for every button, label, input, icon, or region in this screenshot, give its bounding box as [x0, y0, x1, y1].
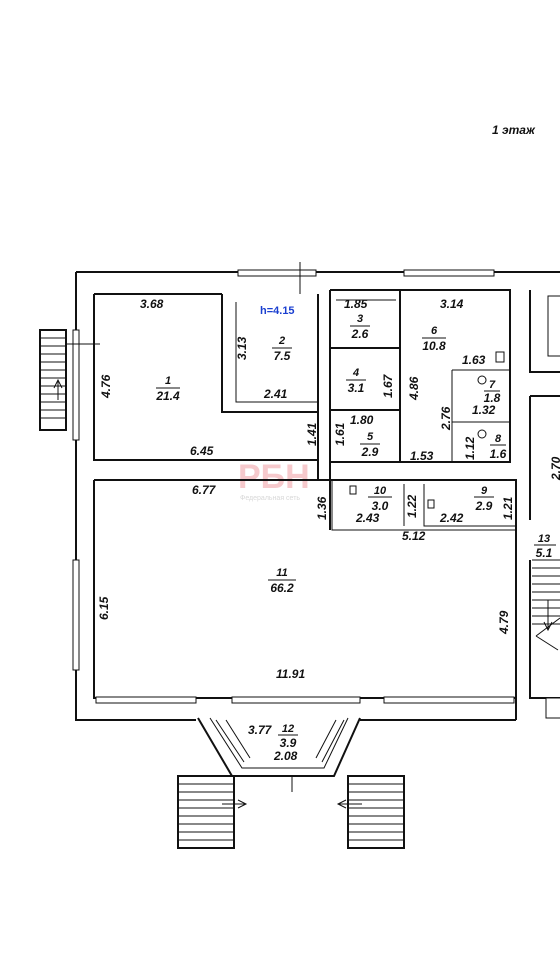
- sink-icon: [495, 351, 505, 363]
- room-area: 1.8: [484, 391, 501, 405]
- dimension-label: 1.61: [333, 422, 347, 446]
- dimension-label: 1.22: [405, 494, 419, 518]
- room-area: 2.9: [361, 445, 379, 459]
- room-area: 21.4: [155, 389, 180, 403]
- room-number: 11: [276, 567, 287, 579]
- room-number: 10: [374, 485, 387, 497]
- toilet-icon: [477, 429, 487, 439]
- room-number: 8: [495, 433, 502, 445]
- sink-icon: [349, 485, 357, 495]
- dimension-label: 1.32: [472, 403, 496, 417]
- room-number: 13: [538, 533, 550, 545]
- dimension-label: 4.76: [99, 374, 113, 399]
- dimension-label: 3.77: [248, 723, 273, 737]
- room-area: 1.6: [490, 447, 507, 461]
- dimension-label: 2.08: [273, 749, 298, 763]
- room-labels: 1 21.4 2 7.5 3 2.6 4 3.1 5 2.9 6 10.8 7 …: [155, 313, 556, 750]
- dimension-label: 2.41: [263, 387, 288, 401]
- dimension-label: 3.68: [140, 297, 164, 311]
- dimension-label: 5.12: [402, 529, 426, 543]
- interior-walls: [221, 289, 560, 720]
- room-area: 2.9: [475, 499, 493, 513]
- room-area: 3.1: [348, 381, 365, 395]
- dimension-label: 1.63: [462, 353, 486, 367]
- room-number: 1: [165, 375, 171, 387]
- dimension-label: 1.80: [350, 413, 374, 427]
- dimension-label: 4.86: [407, 376, 421, 401]
- room-area: 10.8: [422, 339, 446, 353]
- watermark: РБН Федеральная сеть: [238, 458, 310, 502]
- fixtures: [349, 351, 505, 509]
- room-number: 9: [481, 485, 488, 497]
- stairs: [39, 329, 560, 849]
- dimension-label: 6.15: [97, 596, 111, 620]
- room-number: 4: [352, 367, 359, 379]
- room-number: 12: [282, 723, 294, 735]
- room-number: 6: [431, 325, 438, 337]
- dimension-label: 3.14: [440, 297, 464, 311]
- floor-label: 1 этаж: [492, 123, 536, 137]
- toilet-icon: [477, 375, 487, 385]
- dimension-label: 1.67: [381, 373, 395, 398]
- room-area: 2.6: [351, 327, 369, 341]
- sink-icon: [427, 499, 435, 509]
- dimension-label: 1.12: [463, 436, 477, 460]
- dimension-label: 3.13: [235, 336, 249, 360]
- room-area: 3.0: [372, 499, 389, 513]
- room-area: 5.1: [536, 546, 553, 560]
- room-area: 66.2: [270, 581, 294, 595]
- dimension-label: 1.41: [305, 422, 319, 446]
- dimension-label: 1.85: [344, 297, 368, 311]
- dimension-label: 4.79: [497, 610, 511, 635]
- dimension-labels: 3.68 3.13 2.41 4.76 6.45 1.41 1.85 1.61 …: [97, 297, 560, 763]
- room-number: 3: [357, 313, 363, 325]
- dimension-label: 1.53: [410, 449, 434, 463]
- dimension-label: 2.70: [549, 456, 560, 481]
- dimension-label: 6.77: [192, 483, 217, 497]
- dimension-label: 2.76: [439, 406, 453, 431]
- dimension-label: 2.42: [439, 511, 464, 525]
- dimension-label: 2.43: [355, 511, 380, 525]
- room-number: 7: [489, 379, 496, 391]
- outer-walls: [72, 262, 560, 721]
- dimension-label: 1.36: [315, 496, 329, 520]
- watermark-caption: Федеральная сеть: [240, 495, 300, 502]
- dimension-label: 1.21: [501, 496, 515, 520]
- watermark-logo: РБН: [238, 458, 310, 496]
- dimension-label: 6.45: [190, 444, 214, 458]
- ceiling-height: h=4.15: [260, 305, 295, 317]
- room-number: 5: [367, 431, 374, 443]
- dimension-label: 11.91: [276, 667, 305, 681]
- room-number: 2: [278, 335, 285, 347]
- room-area: 3.9: [280, 736, 297, 750]
- room-area: 7.5: [274, 349, 291, 363]
